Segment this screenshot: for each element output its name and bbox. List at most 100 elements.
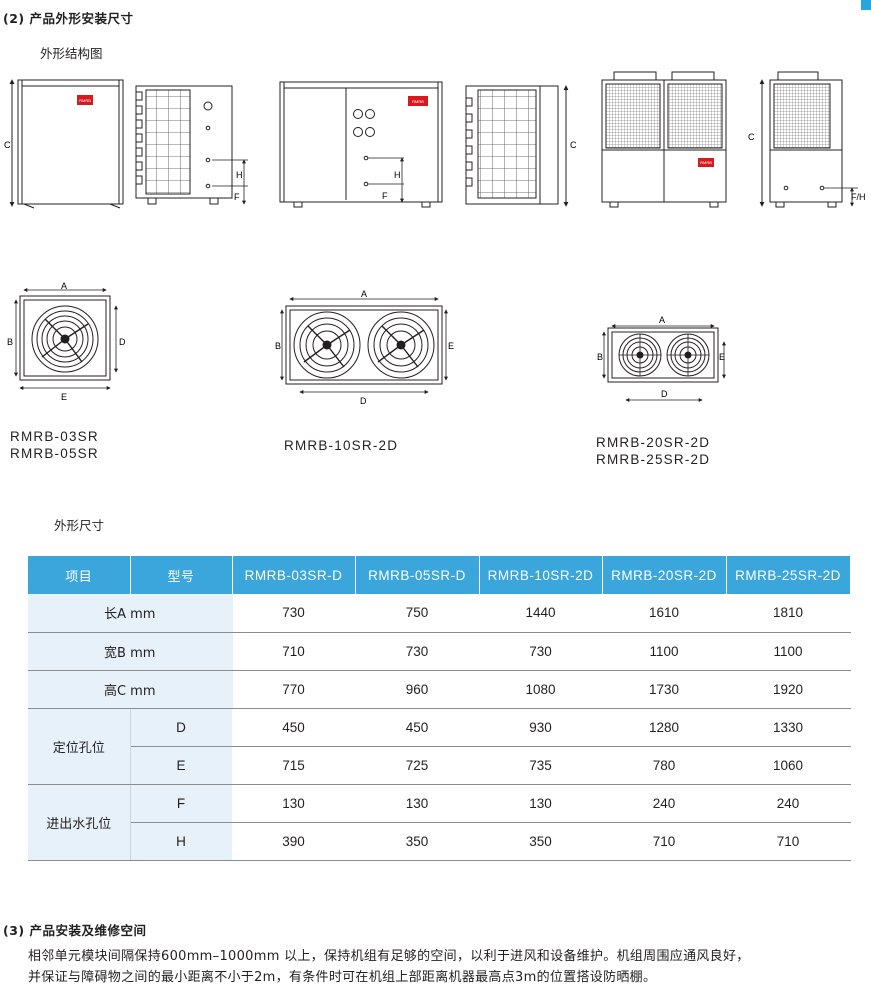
dim-fh-label: F/H bbox=[851, 192, 866, 202]
table-cell: 710 bbox=[726, 822, 851, 861]
table-cell: 1810 bbox=[726, 594, 851, 633]
table-row-width: 宽B mm 710 730 730 1100 1100 bbox=[28, 632, 851, 671]
table-cell: 1610 bbox=[602, 594, 727, 633]
small-unit-front-view bbox=[9, 79, 124, 209]
svg-text:RMRB: RMRB bbox=[79, 98, 91, 103]
table-cell: 1440 bbox=[479, 594, 603, 633]
table-cell: 450 bbox=[355, 708, 480, 747]
svg-text:RMRB: RMRB bbox=[700, 160, 712, 165]
model-label-large: RMRB-20SR-2D RMRB-25SR-2D bbox=[596, 434, 710, 468]
table-cell: 130 bbox=[479, 784, 603, 823]
dim-f-label: F bbox=[382, 191, 388, 201]
table-row-locating-e: E 715 725 735 780 1060 bbox=[28, 746, 851, 785]
sub-label-f: F bbox=[130, 784, 233, 823]
table-cell: 1280 bbox=[602, 708, 727, 747]
table-cell: 1060 bbox=[726, 746, 851, 785]
large-unit-front-view bbox=[601, 71, 727, 208]
dim-a-label: A bbox=[361, 289, 367, 299]
model-label-small: RMRB-03SR RMRB-05SR bbox=[10, 428, 99, 462]
dim-b-label: B bbox=[275, 341, 281, 351]
drawing-caption: 外形结构图 bbox=[40, 46, 103, 61]
table-cell: 730 bbox=[232, 594, 356, 633]
medium-unit-top-view bbox=[280, 297, 448, 394]
header-col-10sr: RMRB-10SR-2D bbox=[479, 556, 603, 594]
dim-c-label: C bbox=[570, 140, 577, 150]
header-col-03sr: RMRB-03SR-D bbox=[232, 556, 356, 594]
table-row-water-f: 进出水孔位 F 130 130 130 240 240 bbox=[28, 784, 851, 861]
table-cell: 1100 bbox=[726, 632, 851, 671]
dim-b-label: B bbox=[597, 352, 603, 362]
table-cell: 1920 bbox=[726, 670, 851, 709]
table-cell: 770 bbox=[232, 670, 356, 709]
table-cell: 730 bbox=[355, 632, 480, 671]
table-row-height: 高C mm 770 960 1080 1730 1920 bbox=[28, 670, 851, 709]
dim-e-label: E bbox=[719, 352, 725, 362]
header-model: 型号 bbox=[130, 556, 233, 594]
table-cell: 130 bbox=[232, 784, 356, 823]
group-label-water-holes: 进出水孔位 bbox=[28, 784, 131, 861]
medium-unit-front-view bbox=[279, 81, 443, 208]
table-cell: 350 bbox=[479, 822, 603, 861]
table-header-row: 项目 型号 RMRB-03SR-D RMRB-05SR-D RMRB-10SR-… bbox=[28, 556, 851, 594]
table-cell: 240 bbox=[726, 784, 851, 823]
table-cell: 725 bbox=[355, 746, 480, 785]
model-label-03sr: RMRB-03SR bbox=[10, 429, 99, 444]
dim-d-label: D bbox=[661, 389, 668, 399]
table-cell: 710 bbox=[232, 632, 356, 671]
dimension-drawings: RMRB C H F RMRB H F bbox=[4, 71, 866, 406]
dim-d-label: D bbox=[360, 396, 367, 406]
sub-label-h: H bbox=[130, 822, 233, 861]
large-unit-top-view bbox=[602, 324, 726, 402]
small-unit-side-view bbox=[135, 85, 248, 205]
dim-e-label: E bbox=[61, 392, 67, 402]
medium-unit-side-view bbox=[465, 85, 569, 207]
model-label-05sr: RMRB-05SR bbox=[10, 446, 99, 461]
dimension-table: 项目 型号 RMRB-03SR-D RMRB-05SR-D RMRB-10SR-… bbox=[28, 556, 851, 861]
dim-f-label: F bbox=[234, 192, 240, 202]
small-unit-top-view bbox=[14, 288, 118, 390]
large-unit-side-view bbox=[759, 71, 858, 208]
sub-label-e: E bbox=[130, 746, 233, 785]
table-row-locating-d: 定位孔位 D 450 450 930 1280 1330 bbox=[28, 708, 851, 785]
dim-h-label: H bbox=[236, 170, 243, 180]
corner-accent-mark bbox=[861, 0, 871, 10]
group-label-locating-holes: 定位孔位 bbox=[28, 708, 131, 785]
row-label-width: 宽B mm bbox=[28, 632, 233, 671]
table-cell: 1330 bbox=[726, 708, 851, 747]
dim-a-label: A bbox=[61, 281, 67, 291]
sub-label-d: D bbox=[130, 708, 233, 747]
table-cell: 735 bbox=[479, 746, 603, 785]
dim-c-label: C bbox=[4, 140, 11, 150]
table-cell: 390 bbox=[232, 822, 356, 861]
table-cell: 450 bbox=[232, 708, 356, 747]
dim-b-label: B bbox=[7, 337, 13, 347]
table-cell: 240 bbox=[602, 784, 727, 823]
brand-badge-icon: RMRB bbox=[77, 95, 93, 105]
dim-c-label: C bbox=[748, 132, 755, 142]
table-cell: 350 bbox=[355, 822, 480, 861]
row-label-height: 高C mm bbox=[28, 670, 233, 709]
brand-badge-icon: RMRB bbox=[698, 158, 714, 167]
dim-d-label: D bbox=[119, 337, 126, 347]
model-label-25sr: RMRB-25SR-2D bbox=[596, 452, 711, 467]
table-cell: 130 bbox=[355, 784, 480, 823]
header-col-20sr: RMRB-20SR-2D bbox=[602, 556, 727, 594]
table-cell: 930 bbox=[479, 708, 603, 747]
dim-h-label: H bbox=[394, 170, 401, 180]
table-cell: 780 bbox=[602, 746, 727, 785]
table-cell: 1080 bbox=[479, 670, 603, 709]
table-cell: 750 bbox=[355, 594, 480, 633]
model-label-10sr: RMRB-10SR-2D bbox=[284, 438, 399, 453]
paragraph-line-2: 并保证与障碍物之间的最小距离不小于2m，有条件时可在机组上部距离机器最高点3m的… bbox=[28, 970, 657, 985]
section-3-title: (3) 产品安装及维修空间 bbox=[3, 923, 147, 938]
table-cell: 1100 bbox=[602, 632, 727, 671]
header-col-25sr: RMRB-25SR-2D bbox=[726, 556, 851, 594]
table-cell: 715 bbox=[232, 746, 356, 785]
header-col-05sr: RMRB-05SR-D bbox=[355, 556, 480, 594]
header-item: 项目 bbox=[28, 556, 131, 594]
svg-text:RMRB: RMRB bbox=[412, 99, 424, 104]
dim-a-label: A bbox=[659, 315, 665, 325]
table-cell: 730 bbox=[479, 632, 603, 671]
model-label-20sr: RMRB-20SR-2D bbox=[596, 435, 711, 450]
table-row-length: 长A mm 730 750 1440 1610 1810 bbox=[28, 594, 851, 633]
